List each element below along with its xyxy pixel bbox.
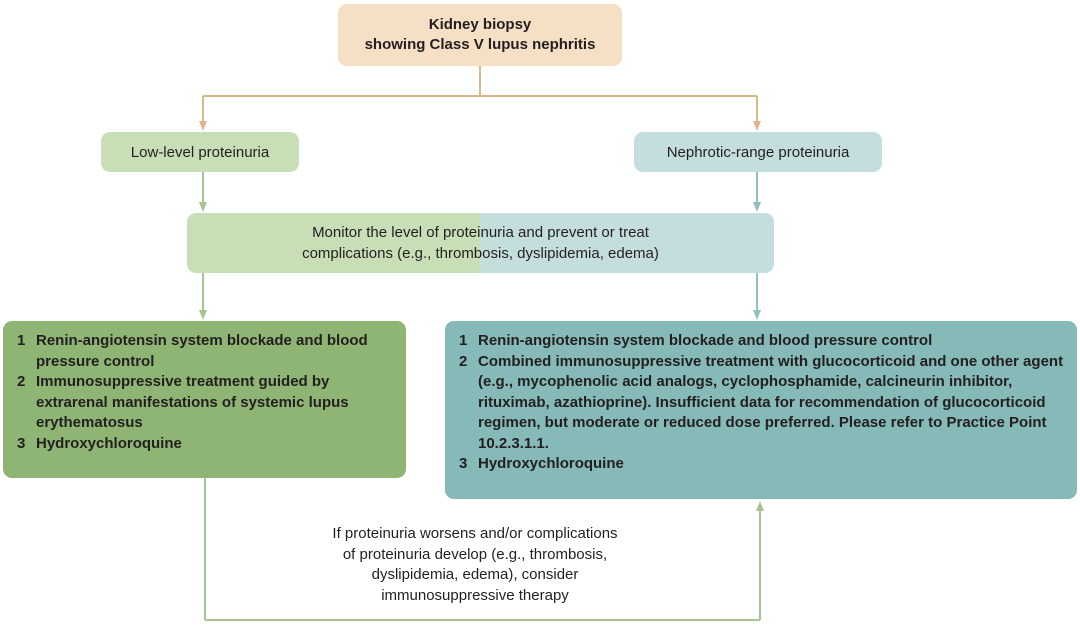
low-treatment-item-number: 2 [17,373,26,390]
escalation-note: If proteinuria worsens and/or complicati… [290,524,660,606]
escalation-note-line4: immunosuppressive therapy [381,586,569,604]
low-treatment-item-number: 3 [17,434,26,452]
nephrotic-treatment-item-text: Renin-angiotensin system blockade and bl… [478,332,933,349]
low-treatment-item-number: 1 [17,332,26,349]
kidney-biopsy-line2: showing Class V lupus nephritis [364,36,596,53]
monitor-line2: complications (e.g., thrombosis, dyslipi… [302,245,659,262]
low-level-treatment-box: 1 Renin-angiotensin system blockade and … [3,321,406,478]
low-level-proteinuria-label: Low-level proteinuria [130,143,270,161]
low-treatment-item: 2 Immunosuppressive treatment guided by … [17,372,396,434]
low-treatment-item-text: Immunosuppressive treatment guided by ex… [36,373,349,431]
low-treatment-item-text: Renin-angiotensin system blockade and bl… [36,332,368,370]
nephrotic-treatment-box: 1 Renin-angiotensin system blockade and … [445,321,1077,499]
low-treatment-item: 3 Hydroxychloroquine [17,434,396,455]
escalation-note-line2: of proteinuria develop (e.g., thrombosis… [342,545,608,563]
biopsy-split-connector [199,66,761,131]
nephrotic-range-proteinuria-box: Nephrotic-range proteinuria [634,132,882,172]
monitor-line1: Monitor the level of proteinuria and pre… [312,224,649,241]
nephrotic-range-proteinuria-label: Nephrotic-range proteinuria [666,143,850,161]
monitor-proteinuria-box: Monitor the level of proteinuria and pre… [187,213,774,273]
escalation-connector [204,478,764,621]
kidney-biopsy-box: Kidney biopsy showing Class V lupus neph… [338,4,622,66]
low-level-proteinuria-box: Low-level proteinuria [101,132,299,172]
nephrotic-treatment-item: 2 Combined immunosuppressive treatment w… [459,352,1067,455]
nephrotic-treatment-list: 1 Renin-angiotensin system blockade and … [459,331,1067,475]
escalation-note-line1: If proteinuria worsens and/or complicati… [332,525,618,542]
nephrotic-treatment-item-text: Combined immunosuppressive treatment wit… [478,352,1064,452]
low-level-treatment-list: 1 Renin-angiotensin system blockade and … [17,331,396,454]
nephrotic-treatment-item-number: 1 [459,332,468,349]
low-treatment-item: 1 Renin-angiotensin system blockade and … [17,331,396,372]
nephrotic-treatment-item-text: Hydroxychloroquine [478,455,624,472]
nephrotic-treatment-item: 1 Renin-angiotensin system blockade and … [459,331,1067,352]
nephrotic-treatment-item-number: 2 [459,352,468,370]
kidney-biopsy-line1: Kidney biopsy [428,16,532,33]
nephrotic-treatment-item-number: 3 [459,455,468,472]
low-treatment-item-text: Hydroxychloroquine [36,434,182,452]
nephrotic-treatment-item: 3 Hydroxychloroquine [459,454,1067,475]
escalation-note-line3: dyslipidemia, edema), consider [371,566,579,583]
